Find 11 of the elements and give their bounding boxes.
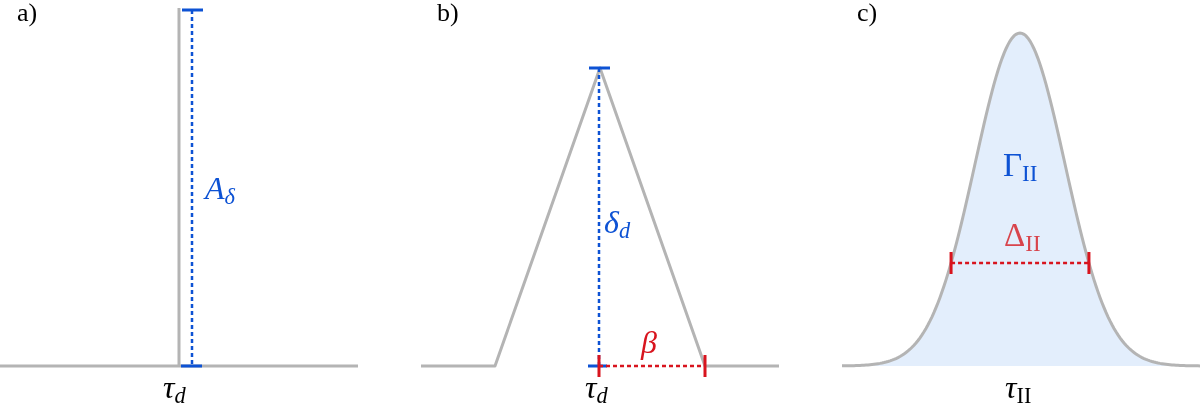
- area-label: Γ$_{II}$: [1003, 149, 1038, 182]
- dimension-label: A$_{δ}$: [205, 172, 235, 204]
- position-label: τ$_{II}$: [1005, 371, 1032, 403]
- position-label: τ$_{d}$: [585, 371, 608, 403]
- dimension-label: δ$_{d}$: [604, 206, 631, 238]
- panel-label: c): [857, 0, 878, 26]
- position-label: τ$_{d}$: [163, 371, 186, 403]
- panel-label: a): [17, 0, 38, 26]
- panel-label: b): [437, 0, 459, 26]
- dimension-label: Δ$_{II}$: [1004, 219, 1041, 252]
- dimension-label: β: [641, 326, 657, 358]
